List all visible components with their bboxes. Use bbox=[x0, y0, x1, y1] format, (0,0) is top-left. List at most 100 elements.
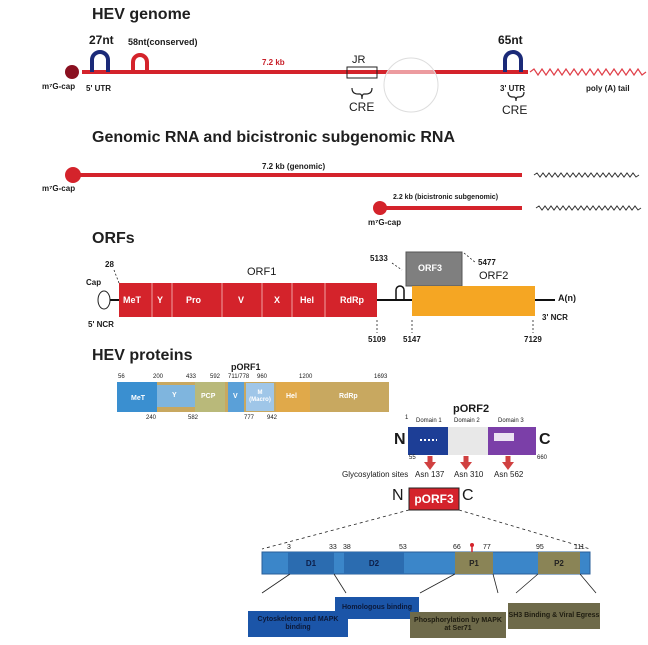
porf2-domain-label: Domain 3 bbox=[498, 418, 524, 424]
porf3-box bbox=[408, 487, 460, 511]
label-asn-137: Asn 137 bbox=[415, 470, 445, 479]
porf1-seg-pcp bbox=[195, 382, 225, 412]
porf3-pos: 66 bbox=[453, 544, 461, 551]
label-pos-28: 28 bbox=[105, 260, 114, 269]
porf3-pos: 33 bbox=[329, 544, 337, 551]
porf1-top-num: 56 bbox=[118, 374, 125, 380]
porf3-label-d1: D1 bbox=[305, 558, 317, 568]
label-polya: poly (A) tail bbox=[586, 84, 630, 93]
magnifier-circle bbox=[383, 57, 439, 113]
subgenomic-tail bbox=[535, 205, 642, 211]
ann-line-1 bbox=[261, 573, 291, 594]
label-cre-1: CRE bbox=[349, 100, 375, 114]
porf3-pos: 3 bbox=[287, 544, 291, 551]
porf1-top-num: 433 bbox=[186, 374, 197, 380]
porf2-domain-label: Domain 1 bbox=[416, 418, 442, 424]
porf1-bottom-num: 240 bbox=[146, 415, 157, 421]
subgenomic-cap bbox=[373, 201, 387, 215]
porf1-seg-rdrp bbox=[311, 382, 389, 412]
porf1-seg-met bbox=[117, 382, 157, 412]
porf1-top-num: 1693 bbox=[374, 374, 388, 380]
ann-line-6 bbox=[579, 573, 597, 594]
label-porf2: pORF2 bbox=[453, 403, 490, 415]
ann-phosphorylation: Phosphorylation by MAPK at Ser71 bbox=[414, 617, 502, 632]
label-genome-length: 7.2 kb bbox=[262, 58, 285, 67]
orf1-box bbox=[119, 283, 377, 317]
porf1-seg-macro bbox=[246, 383, 274, 411]
label-5utr: 5' UTR bbox=[86, 84, 112, 93]
porf3-p1 bbox=[455, 552, 493, 574]
porf1-top-num: 200 bbox=[153, 374, 164, 380]
genomic-tail bbox=[533, 172, 640, 178]
cap-marker bbox=[65, 65, 79, 79]
porf1-seg-label: M (Macro) bbox=[249, 390, 271, 403]
ann-box-3 bbox=[410, 612, 506, 638]
arrow-5477 bbox=[463, 252, 477, 264]
porf3-d1 bbox=[288, 552, 334, 574]
porf3-label-p2: P2 bbox=[554, 558, 564, 568]
polya-tail bbox=[529, 67, 647, 77]
porf3-pos: 53 bbox=[399, 544, 407, 551]
label-orf2: ORF2 bbox=[479, 270, 509, 282]
porf1-seg-v bbox=[228, 382, 244, 412]
porf1-bottom-num: 582 bbox=[188, 415, 199, 421]
section-title-rna: Genomic RNA and bicistronic subgenomic R… bbox=[92, 129, 456, 146]
porf1-seg-label: V bbox=[233, 393, 238, 400]
porf1-seg-label: Y bbox=[172, 392, 177, 399]
orf3-label: ORF3 bbox=[418, 263, 443, 273]
label-glycosylation: Glycosylation sites bbox=[342, 470, 409, 479]
genomic-cap bbox=[65, 167, 81, 183]
porf3-n: N bbox=[392, 487, 404, 504]
porf1-top-num: 1200 bbox=[299, 374, 313, 380]
porf2-pos-55: 55 bbox=[409, 455, 416, 461]
section-title-genome: HEV genome bbox=[92, 6, 191, 23]
porf3-label: pORF3 bbox=[414, 492, 454, 506]
porf1-seg-label: PCP bbox=[201, 393, 216, 400]
section-title-orfs: ORFs bbox=[92, 230, 135, 247]
ann-line-4 bbox=[492, 573, 499, 594]
label-cap-orf: Cap bbox=[86, 278, 102, 287]
porf3-d2 bbox=[344, 552, 404, 574]
glyco-arrow-2-head bbox=[460, 462, 472, 470]
label-pos-5477: 5477 bbox=[478, 258, 496, 267]
porf1-bottom-num: 777 bbox=[244, 415, 255, 421]
porf3-pos: 111 bbox=[574, 544, 585, 551]
porf2-c: C bbox=[539, 431, 551, 448]
label-58nt: 58nt(conserved) bbox=[128, 37, 198, 47]
label-cre-2: CRE bbox=[502, 103, 528, 117]
p1-pin-head bbox=[470, 543, 474, 547]
label-porf1: pORF1 bbox=[231, 362, 261, 372]
arrow-28 bbox=[113, 269, 120, 284]
label-27nt: 27nt bbox=[89, 33, 114, 47]
section-title-proteins: HEV proteins bbox=[92, 347, 193, 364]
label-pos-5109: 5109 bbox=[368, 335, 386, 344]
porf3-label-p1: P1 bbox=[469, 558, 479, 568]
porf2-domain-label: Domain 2 bbox=[454, 418, 480, 424]
porf3-pos: 95 bbox=[536, 544, 544, 551]
porf1-seg-label: MeT bbox=[131, 395, 145, 402]
porf2-d3-inner bbox=[494, 433, 514, 441]
orf3-box bbox=[405, 251, 463, 287]
porf3-label-d2: D2 bbox=[368, 558, 380, 568]
porf2-pos-660: 660 bbox=[537, 455, 548, 461]
porf3-zoom-right bbox=[458, 509, 591, 550]
orf1-domain-y: Y bbox=[157, 295, 164, 305]
orf2-box bbox=[412, 286, 535, 316]
ann-sh3-binding: SH3 Binding & Viral Egress bbox=[508, 612, 600, 619]
jr-box bbox=[346, 66, 378, 79]
porf1-seg-label: RdRp bbox=[339, 393, 358, 400]
label-genomic: 7.2 kb (genomic) bbox=[262, 162, 326, 171]
label-pos-7129: 7129 bbox=[524, 335, 542, 344]
porf3-c: C bbox=[462, 487, 474, 504]
label-pos-5133: 5133 bbox=[370, 254, 388, 263]
orf1-domain-met: MeT bbox=[123, 295, 141, 305]
porf1-bottom-num: 942 bbox=[267, 415, 278, 421]
ann-line-2 bbox=[333, 573, 347, 594]
porf3-pos: 38 bbox=[343, 544, 351, 551]
stem-loop-27nt bbox=[90, 50, 110, 72]
orf1-domain-v: V bbox=[238, 295, 245, 305]
porf3-zoom-left bbox=[261, 509, 410, 550]
label-subgenomic: 2.2 kb (bicistronic subgenomic) bbox=[393, 194, 499, 201]
porf3-p2 bbox=[538, 552, 580, 574]
